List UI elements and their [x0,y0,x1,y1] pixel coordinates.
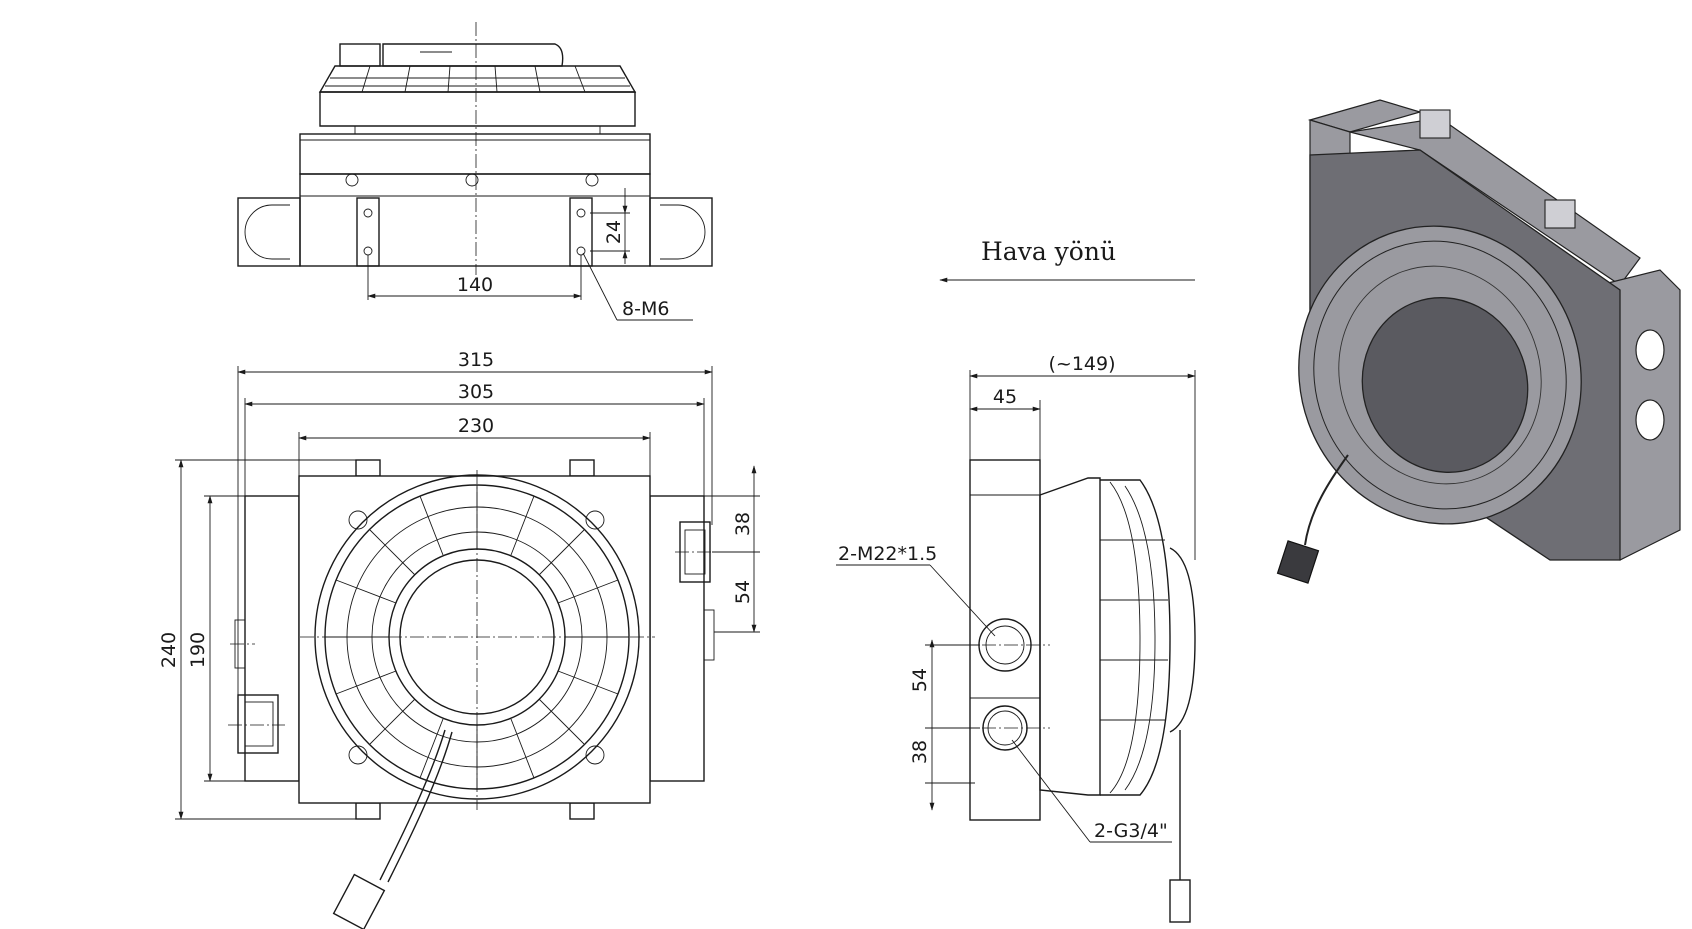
dim-overall-height: 240 [158,632,180,668]
dim-port-offset: 38 [909,740,931,764]
dim-port-a: 38 [732,512,754,536]
air-direction-label: Hava yönü [981,237,1116,266]
dim-core-height: 190 [187,632,209,668]
dim-overall-width: 315 [458,349,494,371]
front-view: 315 305 230 240 190 38 54 [158,349,760,929]
callout-port: 2-G3/4" [1094,820,1168,842]
dim-port-spacing: 54 [909,668,931,692]
iso-view [1276,99,1681,584]
callout-thread: 2-M22*1.5 [838,543,937,565]
top-view: 140 24 8-M6 [237,22,713,321]
dim-depth: (~149) [1048,353,1115,375]
dim-vertical: 24 [603,220,625,244]
air-direction: Hava yönü [939,237,1195,283]
dim-fan-plate: 230 [458,415,494,437]
dim-hole-spacing: 140 [457,274,493,296]
side-view: (~149) 45 2-M22*1.5 2-G3/4" 54 38 [836,353,1196,923]
dim-core-depth: 45 [993,386,1017,408]
callout-holes: 8-M6 [622,298,669,320]
dim-core-width: 305 [458,381,494,403]
dim-port-b: 54 [732,580,754,604]
